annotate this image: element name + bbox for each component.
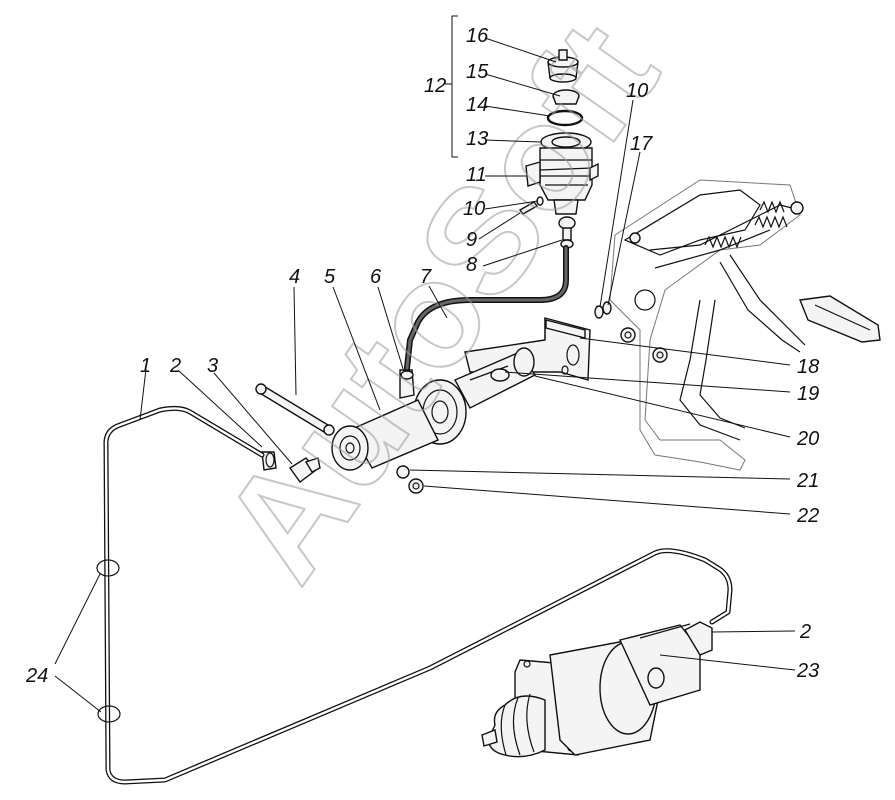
label-21: 21 bbox=[796, 470, 819, 492]
label-3: 3 bbox=[207, 355, 218, 377]
label-19: 19 bbox=[797, 383, 819, 405]
label-23: 23 bbox=[796, 660, 819, 682]
washers-upper bbox=[594, 301, 612, 319]
elbow-fitting bbox=[261, 451, 321, 483]
label-9: 9 bbox=[466, 229, 477, 251]
label-17: 17 bbox=[630, 133, 653, 155]
label-13: 13 bbox=[466, 128, 488, 150]
clutch-pipeline bbox=[96, 405, 733, 785]
label-10-right: 10 bbox=[626, 80, 648, 102]
label-10-left: 10 bbox=[463, 198, 485, 220]
leader-lines bbox=[54, 37, 796, 713]
reservoir-hose bbox=[404, 245, 569, 371]
callout-labels: 16 15 12 14 13 11 10 9 8 10 17 4 5 6 7 1… bbox=[25, 25, 819, 687]
label-20: 20 bbox=[796, 428, 819, 450]
label-22: 22 bbox=[796, 505, 819, 527]
label-5: 5 bbox=[324, 266, 336, 288]
label-11: 11 bbox=[466, 164, 487, 186]
label-7: 7 bbox=[420, 266, 432, 288]
washers bbox=[396, 465, 424, 494]
label-16: 16 bbox=[466, 25, 489, 47]
group-bracket bbox=[451, 15, 458, 158]
label-8: 8 bbox=[466, 254, 477, 276]
label-6: 6 bbox=[370, 266, 382, 288]
label-4: 4 bbox=[289, 266, 300, 288]
label-14: 14 bbox=[466, 94, 488, 116]
label-2-bottom: 2 bbox=[799, 621, 811, 643]
master-cylinder bbox=[331, 347, 537, 471]
label-1: 1 bbox=[140, 355, 151, 377]
label-12: 12 bbox=[424, 75, 446, 97]
pushrod bbox=[255, 383, 335, 436]
label-24: 24 bbox=[25, 665, 48, 687]
label-2-top: 2 bbox=[169, 355, 181, 377]
label-18: 18 bbox=[797, 356, 819, 378]
pedal-assembly bbox=[609, 179, 881, 471]
pneumatic-booster bbox=[481, 621, 713, 758]
label-15: 15 bbox=[466, 61, 489, 83]
